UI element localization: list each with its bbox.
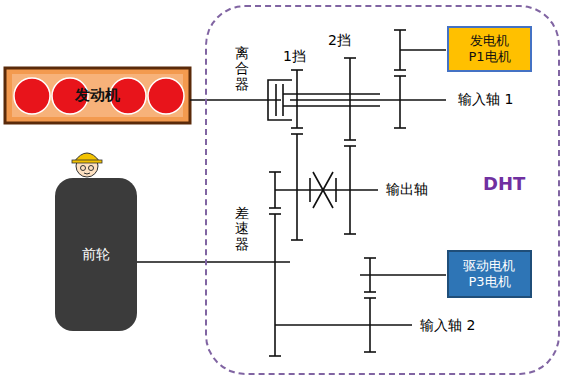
wheel-box: 前轮 — [55, 178, 137, 331]
part-name: 2挡 — [328, 32, 351, 49]
motor-box: 发电机 P1电机 — [447, 26, 532, 72]
engine-box: 发动机 — [5, 68, 190, 123]
node-label: 驱动电机 P3电机 — [462, 258, 518, 291]
node-label: 发动机 — [75, 86, 120, 105]
region-title: DHT — [483, 173, 525, 196]
worker-cartoon — [72, 153, 102, 177]
dht-region: DHT 发电机 P1电机驱动电机 P3电机 — [205, 5, 560, 375]
engine-cylinders — [14, 78, 184, 114]
shafts-and-gears — [137, 30, 446, 356]
part-name: 输出轴 — [386, 181, 428, 198]
motor-box: 驱动电机 P3电机 — [447, 250, 532, 298]
part-name-vertical: 差速器 — [235, 206, 249, 252]
node-label: 发电机 P1电机 — [467, 33, 511, 66]
engine-band — [5, 68, 190, 123]
part-name: 输入轴 2 — [420, 317, 475, 334]
node-label: 前轮 — [82, 246, 110, 264]
part-name: 输入轴 1 — [458, 91, 513, 108]
part-name: 1挡 — [283, 48, 306, 65]
part-name-vertical: 离合器 — [235, 46, 249, 92]
